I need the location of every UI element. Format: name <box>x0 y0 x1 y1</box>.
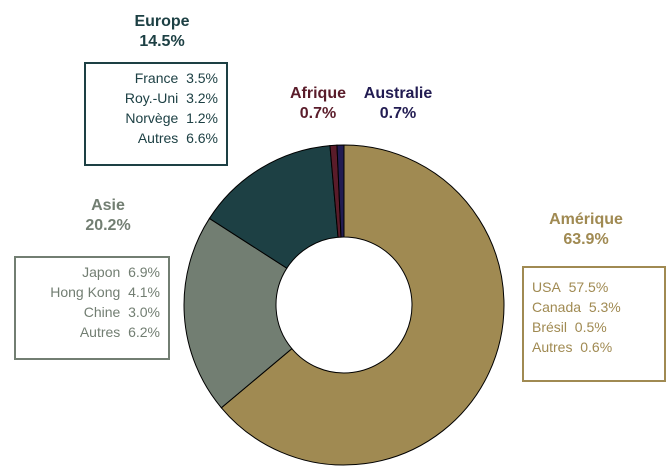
country-value: 4.1% <box>128 284 160 300</box>
country-value: 6.9% <box>128 264 160 280</box>
country-name: Brésil <box>532 319 568 335</box>
country-name: Japon <box>82 264 121 280</box>
country-name: USA <box>532 279 561 295</box>
breakdown-row: France 3.5% <box>94 68 218 88</box>
region-value-amerique: 63.9% <box>563 231 609 248</box>
country-value: 5.3% <box>588 299 621 315</box>
country-name: France <box>134 70 179 86</box>
breakdown-box-amerique: USA 57.5% Canada 5.3% Brésil 0.5% Autres… <box>522 266 666 382</box>
breakdown-row: Canada 5.3% <box>532 297 656 317</box>
breakdown-row: Japon 6.9% <box>24 262 160 282</box>
country-value: 3.5% <box>186 70 218 86</box>
country-value: 0.6% <box>580 339 613 355</box>
region-label-afrique: Afrique 0.7% <box>280 84 356 124</box>
country-value: 6.2% <box>128 324 160 340</box>
country-value: 3.2% <box>186 90 218 106</box>
country-name: Hong Kong <box>50 284 121 300</box>
country-value: 3.0% <box>128 304 160 320</box>
slice-asie <box>183 217 293 409</box>
region-value-europe: 14.5% <box>139 33 185 50</box>
breakdown-row: USA 57.5% <box>532 277 656 297</box>
country-name: Norvège <box>125 110 179 126</box>
breakdown-row: Hong Kong 4.1% <box>24 282 160 302</box>
breakdown-row: Autres 6.6% <box>94 128 218 148</box>
region-name-asie: Asie <box>91 197 125 214</box>
country-name: Autres <box>79 324 121 340</box>
breakdown-row: Autres 6.2% <box>24 322 160 342</box>
country-value: 1.2% <box>186 110 218 126</box>
breakdown-box-europe: France 3.5% Roy.-Uni 3.2% Norvège 1.2% A… <box>84 62 228 166</box>
country-value: 6.6% <box>186 130 218 146</box>
slice-australie <box>336 144 345 238</box>
breakdown-row: Autres 0.6% <box>532 337 656 357</box>
region-name-australie: Australie <box>363 85 433 102</box>
region-name-europe: Europe <box>134 13 190 30</box>
breakdown-row: Brésil 0.5% <box>532 317 656 337</box>
breakdown-row: Roy.-Uni 3.2% <box>94 88 218 108</box>
country-value: 0.5% <box>574 319 607 335</box>
country-name: Chine <box>83 304 121 320</box>
region-name-amerique: Amérique <box>549 211 623 228</box>
country-name: Autres <box>137 130 179 146</box>
breakdown-box-asie: Japon 6.9% Hong Kong 4.1% Chine 3.0% Aut… <box>14 256 170 360</box>
region-value-afrique: 0.7% <box>299 105 337 122</box>
region-label-asie: Asie 20.2% <box>58 196 158 236</box>
breakdown-row: Norvège 1.2% <box>94 108 218 128</box>
region-name-afrique: Afrique <box>290 85 346 102</box>
region-label-europe: Europe 14.5% <box>112 12 212 52</box>
region-label-australie: Australie 0.7% <box>356 84 440 124</box>
country-value: 57.5% <box>568 279 609 295</box>
slice-amerique <box>220 144 505 466</box>
region-value-asie: 20.2% <box>85 217 131 234</box>
region-value-australie: 0.7% <box>379 105 417 122</box>
country-name: Roy.-Uni <box>124 90 179 106</box>
breakdown-row: Chine 3.0% <box>24 302 160 322</box>
country-name: Autres <box>532 339 573 355</box>
region-label-amerique: Amérique 63.9% <box>536 210 636 250</box>
country-name: Canada <box>532 299 582 315</box>
